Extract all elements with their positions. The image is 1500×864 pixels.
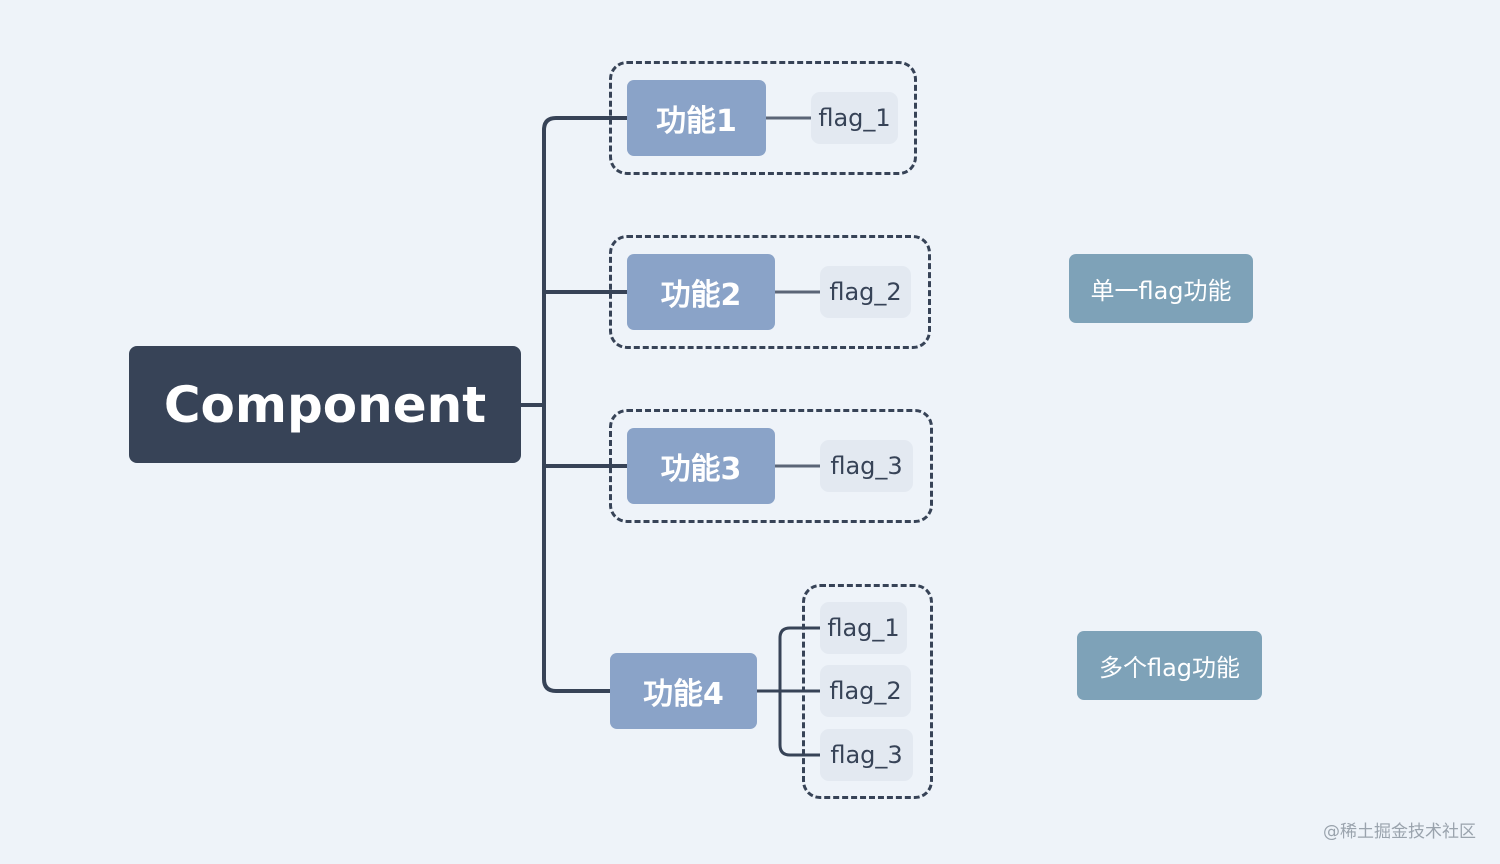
annotation-multiple-flags: 多个flag功能 bbox=[1077, 631, 1262, 700]
flag-node: flag_2 bbox=[820, 665, 911, 717]
function-node-1: 功能1 bbox=[627, 80, 766, 156]
function-node-3: 功能3 bbox=[627, 428, 775, 504]
flag-node: flag_3 bbox=[820, 440, 913, 492]
flag-node: flag_2 bbox=[820, 266, 911, 318]
connector-trunk bbox=[542, 116, 629, 693]
annotation-label: 单一flag功能 bbox=[1090, 277, 1232, 305]
flag-label: flag_1 bbox=[818, 104, 891, 132]
flag-label: flag_2 bbox=[829, 278, 902, 306]
flag-label: flag_2 bbox=[829, 677, 902, 705]
group-function-3 bbox=[609, 409, 933, 523]
flag-node: flag_3 bbox=[820, 729, 913, 781]
group-function-1 bbox=[609, 61, 917, 175]
annotation-single-flag: 单一flag功能 bbox=[1069, 254, 1253, 323]
function-node-label: 功能2 bbox=[660, 278, 742, 313]
flag-label: flag_3 bbox=[830, 741, 903, 769]
root-node: Component bbox=[129, 346, 521, 463]
function-node-4: 功能4 bbox=[610, 653, 757, 729]
function-node-label: 功能3 bbox=[660, 452, 742, 487]
flag-label: flag_3 bbox=[830, 452, 903, 480]
function-node-label: 功能4 bbox=[643, 677, 724, 712]
watermark: @稀土掘金技术社区 bbox=[1323, 822, 1476, 842]
function-node-label: 功能1 bbox=[656, 104, 737, 139]
root-node-label: Component bbox=[163, 375, 487, 434]
flag-node: flag_1 bbox=[820, 602, 907, 654]
annotation-label: 多个flag功能 bbox=[1098, 654, 1241, 682]
function-node-2: 功能2 bbox=[627, 254, 775, 330]
flag-node: flag_1 bbox=[811, 92, 898, 144]
group-function-2 bbox=[609, 235, 931, 349]
flag-label: flag_1 bbox=[827, 614, 900, 642]
connector-func4-flags bbox=[778, 626, 820, 757]
group-function-4-flags bbox=[802, 584, 933, 799]
